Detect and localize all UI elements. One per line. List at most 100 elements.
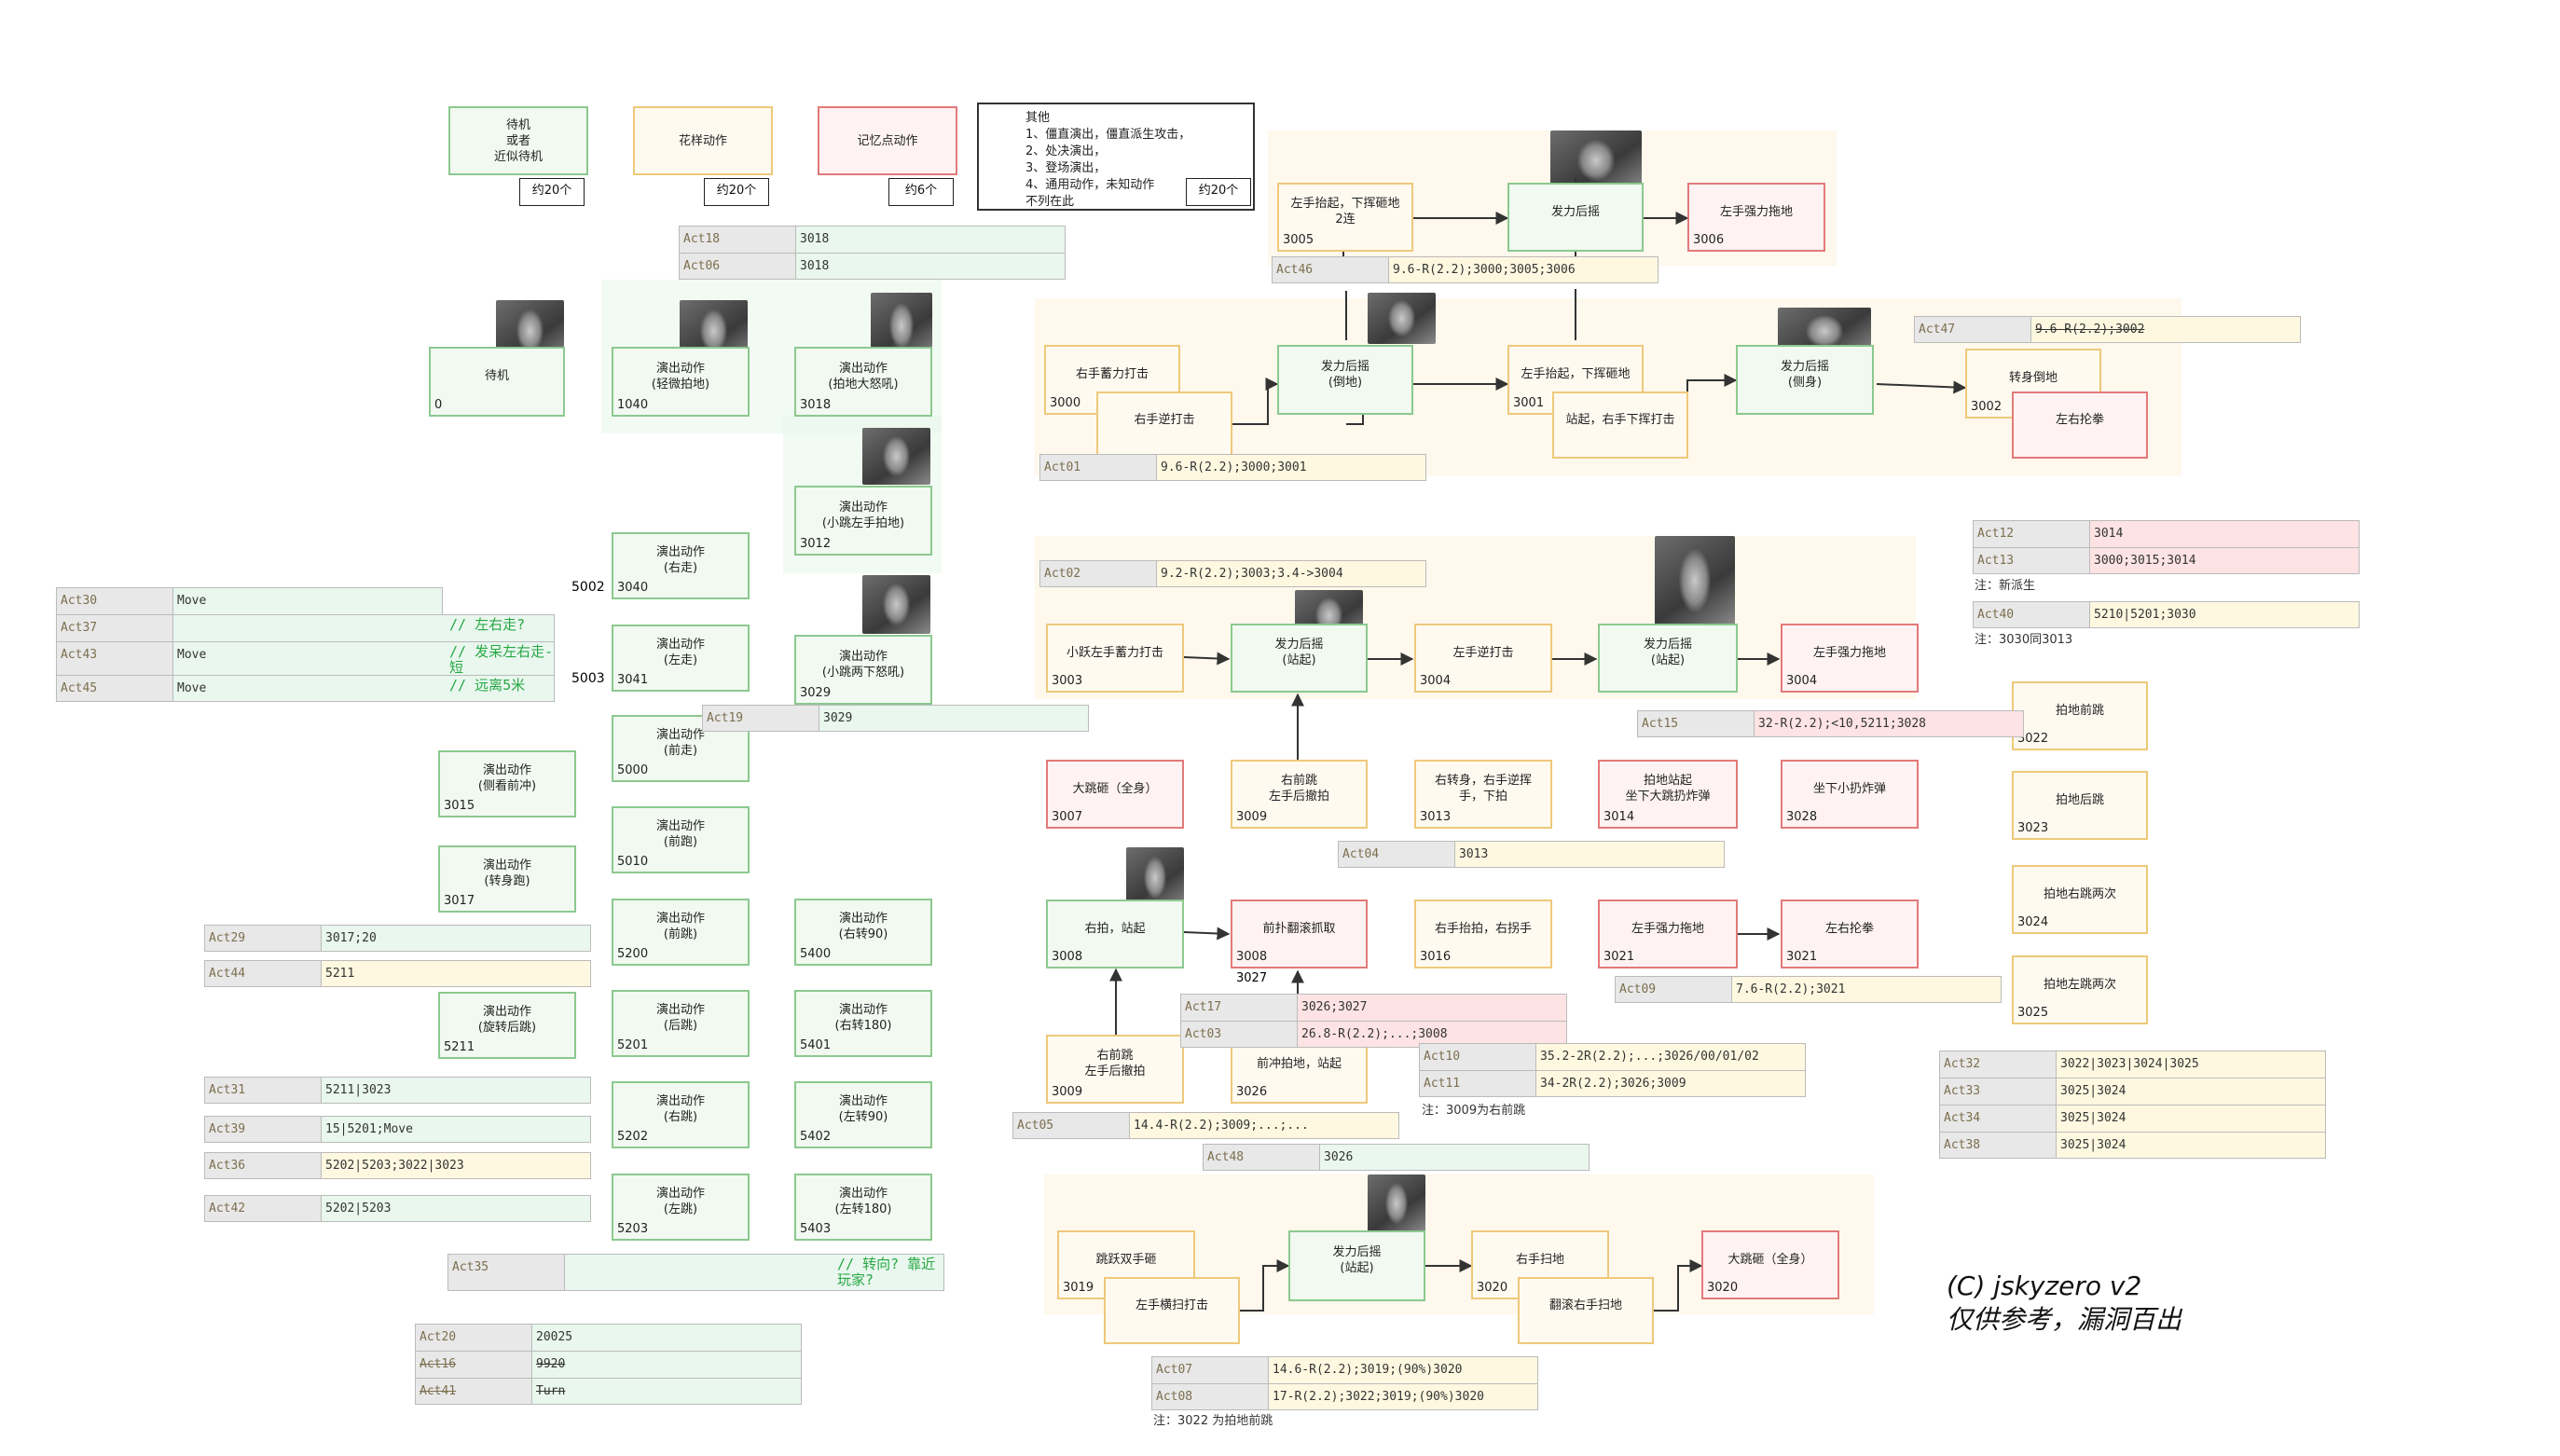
table-row: Act37// 左右走? (56, 614, 555, 641)
node-roll-sweep: 翻滚右手扫地 (1518, 1277, 1654, 1344)
node-3015: 演出动作 (侧看前冲)3015 (438, 750, 576, 817)
table-row: Act35// 转向? 靠近玩家? (447, 1254, 944, 1291)
node-power-recover-stand-3: 发力后摇 (站起) (1288, 1230, 1425, 1301)
node-5000: 演出动作 (前走)5000 (612, 715, 750, 782)
node-left-sweep: 左手横扫打击 (1104, 1277, 1240, 1344)
credit-line-1: (C) jskyzero v2 (1947, 1271, 2142, 1301)
monster-thumbnail (862, 575, 930, 634)
node-5202: 演出动作 (右跳)5202 (612, 1081, 750, 1148)
node-3040: 演出动作 (右走)3040 (612, 532, 750, 599)
node-5211: 演出动作 (旋转后跳)5211 (438, 992, 576, 1059)
legend-idle: 待机 或者 近似待机 (448, 106, 588, 175)
count-memory: 约6个 (888, 178, 954, 206)
node-power-recover-fall: 发力后摇 (倒地) (1277, 345, 1413, 415)
credit-line-2: 仅供参考，漏洞百出 (1947, 1304, 2182, 1335)
note-3030: 注：3030同3013 (1975, 633, 2073, 647)
node-power-recover-stand-1: 发力后摇 (站起) (1231, 624, 1368, 693)
node-1040: 演出动作 (轻微拍地)1040 (612, 347, 750, 417)
note-new-derive: 注：新派生 (1975, 579, 2036, 593)
node-stand-swing: 站起，右手下挥打击 (1552, 391, 1688, 459)
node-3007: 大跳砸（全身）3007 (1046, 760, 1184, 829)
node-5200: 演出动作 (前跳)5200 (612, 899, 750, 966)
side-label-5002: 5002 (571, 580, 605, 595)
node-3029: 演出动作 (小跳两下怒吼)3029 (794, 635, 932, 705)
node-left-right-punch: 左右抡拳 (2012, 391, 2148, 459)
node-5400: 演出动作 (右转90)5400 (794, 899, 932, 966)
node-5010: 演出动作 (前跑)5010 (612, 806, 750, 873)
monster-thumbnail (1550, 130, 1642, 190)
node-5403: 演出动作 (左转180)5403 (794, 1174, 932, 1241)
node-3012: 演出动作 (小跳左手拍地)3012 (794, 486, 932, 556)
node-3020-b: 大跳砸（全身）3020 (1701, 1230, 1839, 1299)
node-5201: 演出动作 (后跳)5201 (612, 990, 750, 1057)
monster-thumbnail (1368, 293, 1436, 344)
node-power-recover-stand-2: 发力后摇 (站起) (1598, 624, 1738, 693)
node-5401: 演出动作 (右转180)5401 (794, 990, 932, 1057)
node-power-recover-top: 发力后摇 (1507, 183, 1644, 252)
monster-thumbnail (862, 428, 930, 485)
node-5402: 演出动作 (左转90)5402 (794, 1081, 932, 1148)
monster-thumbnail (1368, 1174, 1425, 1232)
note-3009: 注：3009为右前跳 (1422, 1104, 1526, 1118)
